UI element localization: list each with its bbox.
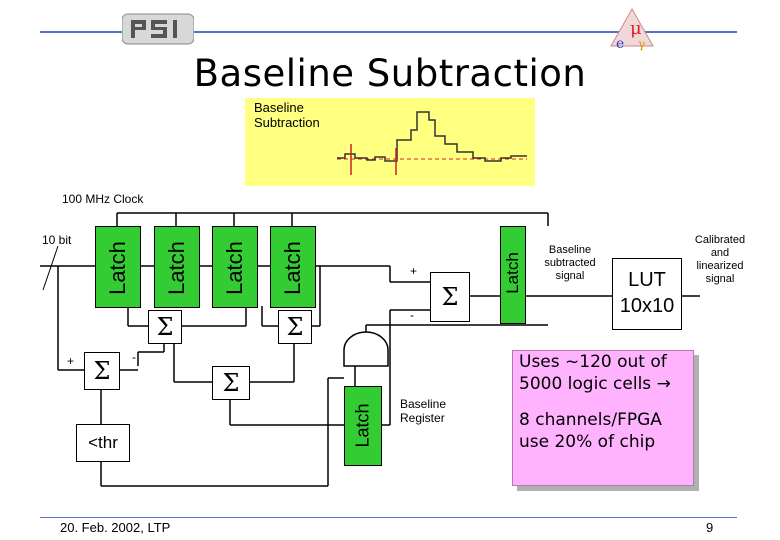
note-line-2: 5000 logic cells → [519, 374, 671, 394]
baseline-register-line-2: Register [400, 411, 445, 425]
note-line-4: use 20% of chip [519, 432, 656, 452]
footer-rule [40, 517, 737, 518]
minus-sign-sub: - [410, 308, 414, 322]
latch-1-label: Latch [105, 241, 130, 295]
waveform [337, 111, 527, 175]
latch-3: Latch [212, 226, 258, 308]
particle-logo: μ e γ [610, 7, 654, 52]
subtracted-line-1: Baseline [548, 244, 592, 256]
subtracted-signal-label: Baseline subtracted signal [536, 244, 604, 283]
sum-block-2-symbol: Σ [286, 313, 304, 341]
minus-sign-diff: - [132, 350, 136, 364]
clock-label: 100 MHz Clock [62, 192, 144, 206]
calibrated-line-2: and [710, 247, 730, 259]
subtract-block: Σ [430, 272, 470, 322]
baseline-register-label: Baseline Register [400, 397, 446, 425]
latch-output: Latch [500, 226, 526, 324]
inset-label: Baseline Subtraction [254, 100, 320, 130]
plus-sign-sub: + [410, 264, 418, 278]
sum-block-1-symbol: Σ [156, 313, 174, 341]
note-line-3: 8 channels/FPGA [519, 410, 662, 430]
latch-4-label: Latch [280, 241, 305, 295]
header-rule [40, 31, 737, 33]
baseline-register-line-1: Baseline [400, 397, 447, 411]
psi-logo [122, 13, 194, 45]
calibrated-line-1: Calibrated [694, 234, 746, 246]
footer-date: 20. Feb. 2002, LTP [60, 520, 171, 535]
sum-block-3: Σ [212, 366, 250, 400]
lut-label: LUT [628, 269, 666, 291]
calibrated-line-3: linearized [696, 260, 744, 272]
svg-text:γ: γ [638, 37, 645, 51]
latch-4: Latch [270, 226, 316, 308]
resource-note: Uses ~120 out of 5000 logic cells → 8 ch… [512, 350, 694, 486]
diff-block: Σ [84, 352, 120, 390]
sum-block-1: Σ [148, 310, 182, 344]
lut-size: 10x10 [619, 295, 675, 317]
sum-block-2: Σ [278, 310, 312, 344]
calibrated-line-4: signal [705, 273, 735, 285]
inset-label-line-2: Subtraction [254, 115, 320, 130]
latch-2: Latch [154, 226, 200, 308]
baseline-inset [245, 98, 535, 186]
page-number: 9 [706, 520, 714, 535]
plus-sign-diff: + [67, 354, 75, 368]
svg-text:μ: μ [630, 18, 642, 39]
diff-block-symbol: Σ [93, 357, 111, 385]
latch-1: Latch [95, 226, 141, 308]
page-title: Baseline Subtraction [193, 52, 587, 95]
subtract-block-symbol: Σ [441, 283, 459, 311]
latch-3-label: Latch [222, 241, 247, 295]
svg-text:e: e [616, 36, 624, 52]
subtracted-line-3: signal [555, 270, 585, 282]
lut-block: LUT 10x10 [612, 258, 682, 330]
inset-label-line-1: Baseline [254, 100, 304, 115]
note-line-1: Uses ~120 out of [519, 352, 667, 372]
latch-baseline: Latch [344, 386, 382, 466]
latch-baseline-label: Latch [352, 403, 373, 448]
latch-2-label: Latch [164, 241, 189, 295]
latch-output-label: Latch [503, 252, 522, 294]
bit-width-label: 10 bit [42, 233, 72, 247]
calibrated-signal-label: Calibrated and linearized signal [686, 234, 754, 286]
subtracted-line-2: subtracted [544, 257, 596, 269]
threshold-block: <thr [76, 424, 130, 462]
sum-block-3-symbol: Σ [222, 369, 240, 397]
